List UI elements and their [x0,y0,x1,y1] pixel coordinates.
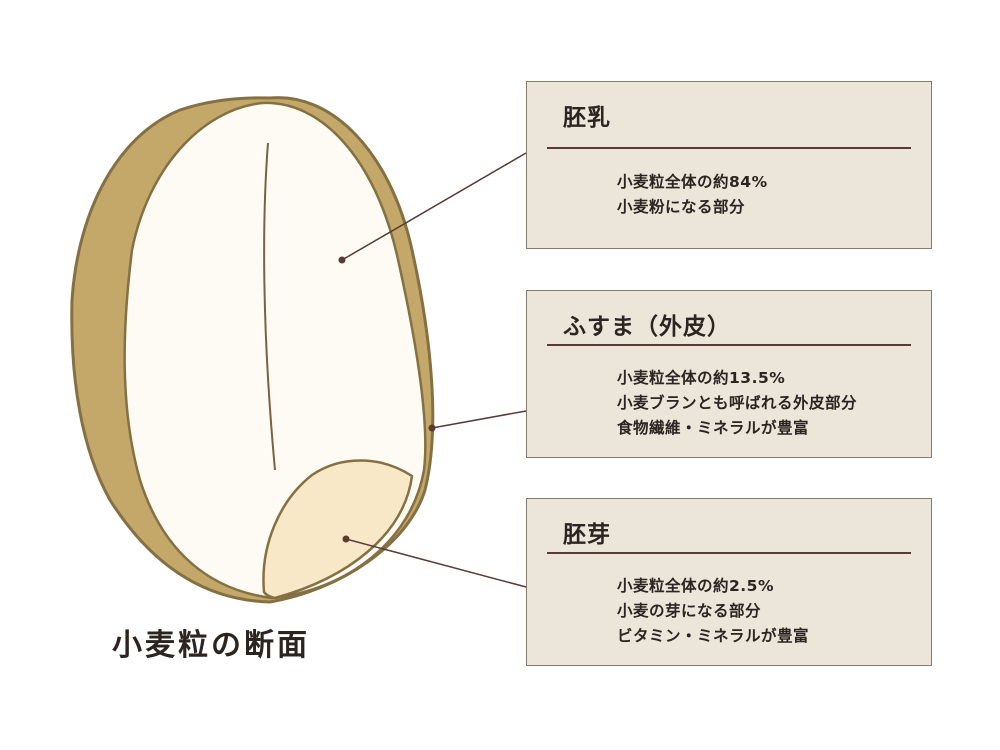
panel-description: 小麦粒全体の約13.5% 小麦ブランとも呼ばれる外皮部分 食物繊維・ミネラルが豊… [617,366,857,441]
panel-description: 小麦粒全体の約84% 小麦粉になる部分 [617,170,768,220]
germ-info-panel: 胚芽 小麦粒全体の約2.5% 小麦の芽になる部分 ビタミン・ミネラルが豊富 [526,498,932,666]
panel-line: 小麦粒全体の約84% [617,173,768,191]
leader-line-bran [431,410,527,429]
panel-line: 小麦粒全体の約2.5% [617,577,774,595]
panel-line: 小麦粒全体の約13.5% [617,369,786,387]
leader-line-endosperm [341,152,527,261]
panel-line: 食物繊維・ミネラルが豊富 [617,419,810,437]
leader-line-germ [345,538,527,588]
panel-title: 胚芽 [563,522,611,548]
panel-line: 小麦粉になる部分 [617,198,746,216]
leader-dot-bran [428,424,436,432]
crease-line [263,142,276,471]
leader-dot-germ [342,535,350,543]
panel-title: 胚乳 [563,105,611,131]
bran-info-panel: ふすま（外皮） 小麦粒全体の約13.5% 小麦ブランとも呼ばれる外皮部分 食物繊… [526,290,932,458]
panel-divider [547,147,911,149]
panel-title: ふすま（外皮） [563,314,731,340]
panel-line: ビタミン・ミネラルが豊富 [617,627,810,645]
leader-dot-endosperm [338,256,346,264]
panel-line: 小麦の芽になる部分 [617,602,762,620]
endosperm-info-panel: 胚乳 小麦粒全体の約84% 小麦粉になる部分 [526,81,932,249]
diagram-caption: 小麦粒の断面 [112,628,310,663]
germ-region [262,459,414,600]
panel-description: 小麦粒全体の約2.5% 小麦の芽になる部分 ビタミン・ミネラルが豊富 [617,574,809,649]
panel-divider [547,344,911,346]
panel-divider [547,552,911,554]
panel-line: 小麦ブランとも呼ばれる外皮部分 [617,394,858,412]
